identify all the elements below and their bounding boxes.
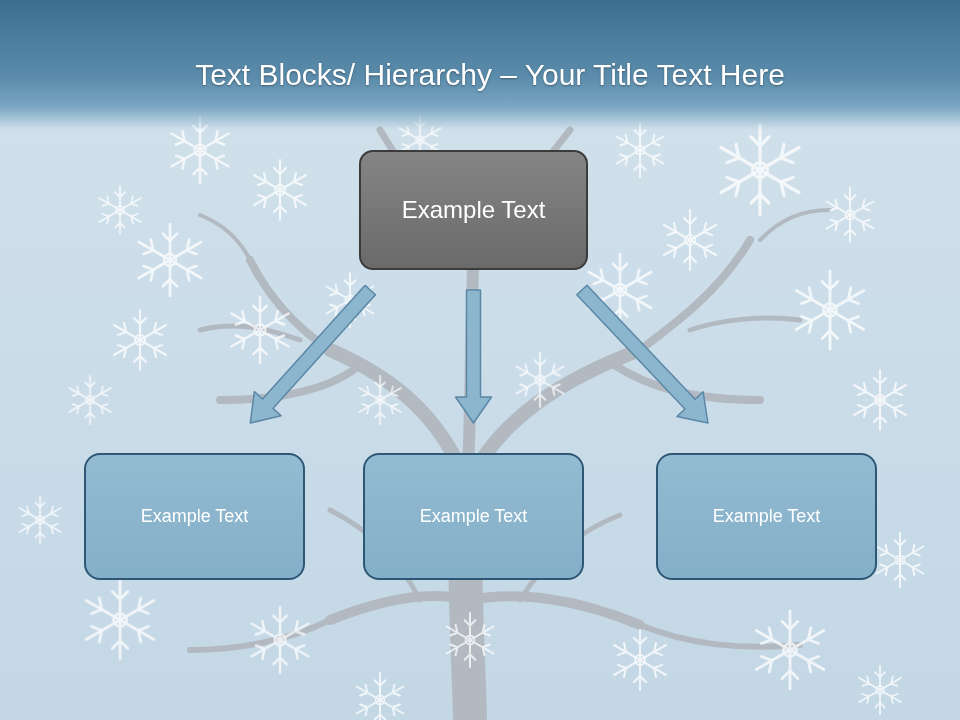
snowflake [877,533,924,587]
block-arrow [456,290,492,423]
snowflake [756,611,824,689]
twig [760,210,830,240]
snowflake [827,188,874,242]
snowflake [357,673,404,720]
snowflake [139,224,201,296]
tree [190,130,830,720]
snowflake [114,310,166,370]
box-label: Example Text [402,196,546,224]
snowflake [617,123,664,177]
child-box: Example Text [363,453,584,580]
snowflake [859,666,901,714]
twig [200,326,300,340]
snowflake [359,376,401,424]
child-box: Example Text [84,453,305,580]
twig [200,215,250,260]
box-label: Example Text [713,506,821,527]
branch [330,596,468,620]
box-label: Example Text [420,506,528,527]
title-area: Text Blocks/ Hierarchy – Your Title Text… [40,52,940,98]
snowflake [854,370,906,430]
snowflake [99,186,141,234]
snowflake [251,607,308,673]
snowflake [86,581,154,659]
snowflakes [19,116,923,720]
block-arrow [250,285,375,423]
snowflake [231,297,288,363]
snowflake [664,210,716,270]
snowflake [69,376,111,424]
snowflake [19,496,61,544]
branch [470,596,640,625]
snowflake [254,160,306,220]
box-label: Example Text [141,506,249,527]
branch [640,240,750,350]
snowflake [517,353,564,407]
snowflake [721,125,799,215]
snowflake [796,271,864,349]
snowflake [614,630,666,690]
child-box: Example Text [656,453,877,580]
snowflake [447,613,494,667]
slide-title: Text Blocks/ Hierarchy – Your Title Text… [195,58,785,92]
block-arrow [577,285,708,423]
top-box: Example Text [359,150,588,270]
twig [690,318,800,330]
